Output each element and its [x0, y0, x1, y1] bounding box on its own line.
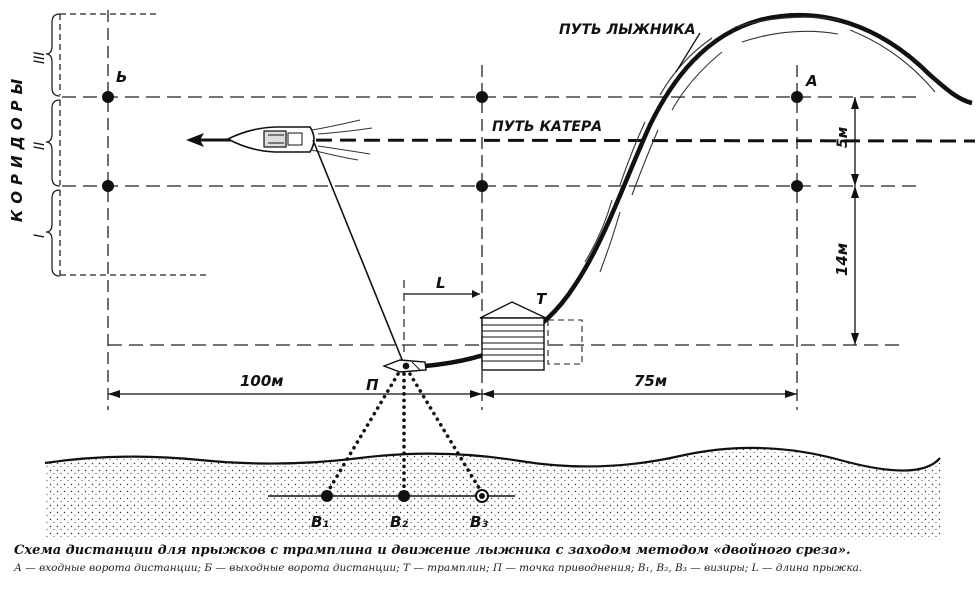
ramp — [479, 301, 583, 371]
sighting-lines — [325, 372, 484, 495]
distance-100m-label: 100м — [240, 372, 284, 390]
skier-path — [424, 12, 973, 369]
corridor-2-label: II — [32, 142, 48, 150]
corridors-title: КОРИДОРЫ — [8, 73, 26, 222]
sight-markers — [321, 489, 489, 503]
sight-1-label: В₁ — [311, 513, 329, 531]
corridor-brace-solid — [45, 13, 61, 277]
distance-5m-label: 5м — [835, 127, 851, 148]
gate-marker-b-lower — [102, 180, 114, 192]
boat-path-line — [219, 138, 976, 143]
boat-path-label: ПУТЬ КАТЕРА — [492, 119, 602, 135]
skier-path-wake-inner — [599, 30, 839, 273]
vertical-reference-lines — [107, 10, 798, 410]
shore-area — [45, 447, 940, 540]
sight-2-label: В₂ — [390, 513, 408, 531]
ramp-label: Т — [536, 290, 548, 308]
gate-lines — [62, 96, 920, 346]
jump-length-label: L — [436, 274, 446, 292]
landing-point-skier — [382, 359, 427, 373]
corridor-3-label: III — [32, 52, 48, 64]
caption-title: Схема дистанции для прыжков с трамплина … — [14, 543, 851, 558]
figure-caption: Схема дистанции для прыжков с трамплина … — [14, 542, 969, 574]
skier-path-pointer — [675, 32, 701, 73]
tow-rope — [312, 139, 404, 363]
caption-legend: А — входные ворота дистанции; Б — выходн… — [14, 562, 863, 574]
gate-marker-a-lower — [791, 180, 803, 192]
skier-path-wake-outer — [584, 16, 936, 263]
corridor-1-label: I — [32, 234, 48, 238]
entry-gate-label: А — [805, 72, 818, 90]
ramp-body — [481, 317, 545, 371]
landing-point-label: П — [366, 376, 379, 394]
boat-wake — [311, 119, 373, 161]
gate-markers — [102, 91, 803, 192]
shoreline — [44, 446, 941, 472]
sight-3-label: В₃ — [470, 513, 488, 531]
boat-path-arrow — [186, 133, 204, 147]
distance-75m-label: 75м — [634, 372, 667, 390]
ramp-outline — [547, 319, 583, 365]
skier-path-label: ПУТЬ ЛЫЖНИКА — [559, 22, 696, 38]
gate-marker-b-upper — [102, 91, 114, 103]
sight-marker-1 — [321, 490, 333, 502]
jump-course-diagram: КОРИДОРЫ III II I Ь А ПУТЬ ЛЫЖНИКА ПУТЬ … — [8, 10, 976, 540]
sight-marker-2 — [398, 490, 410, 502]
gate-marker-mid-lower — [476, 180, 488, 192]
boat-cockpit — [263, 130, 287, 148]
exit-gate-label: Ь — [116, 68, 127, 86]
distance-14m-label: 14м — [833, 243, 851, 276]
corridor-brace — [59, 13, 210, 276]
gate-marker-a-upper — [791, 91, 803, 103]
boat — [226, 119, 373, 161]
gate-marker-mid-upper — [476, 91, 488, 103]
